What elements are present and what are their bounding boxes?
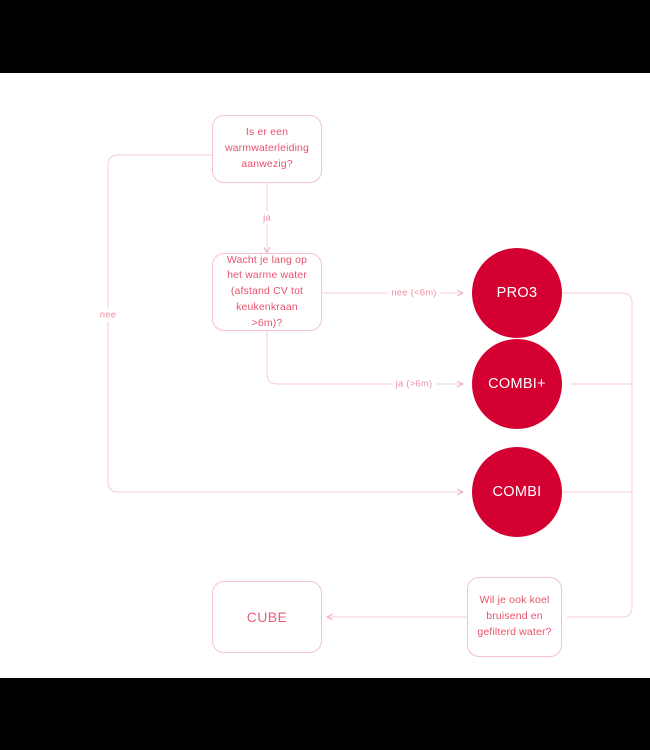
node-cube-label: CUBE: [246, 608, 288, 625]
node-cube[interactable]: CUBE: [212, 581, 322, 653]
node-q3-label: Wil je ook koel bruisend en gefilterd wa…: [477, 594, 552, 638]
edge-pro3-bus: [562, 292, 633, 618]
edge-q2-combiplus: [266, 331, 463, 384]
node-combi-plus-label: COMBI+: [488, 376, 546, 392]
node-q1-warmwaterleiding[interactable]: Is er een warmwaterleiding aanwezig?: [212, 115, 322, 183]
node-q1-label: Is er een warmwaterleiding aanwezig?: [224, 126, 310, 170]
edge-label-nee-under-6m: nee (<6m): [387, 286, 441, 300]
node-combi-plus[interactable]: COMBI+: [472, 339, 562, 429]
edge-label-ja-over-6m: ja (>6m): [391, 377, 437, 391]
node-pro3-label: PRO3: [496, 285, 538, 301]
edge-q1-combi: [107, 154, 463, 492]
edge-label-ja: ja: [259, 211, 275, 225]
node-q3-bruisend-water[interactable]: Wil je ook koel bruisend en gefilterd wa…: [467, 577, 562, 657]
letterbox-bottom: [0, 678, 650, 750]
node-combi[interactable]: COMBI: [472, 447, 562, 537]
node-pro3[interactable]: PRO3: [472, 248, 562, 338]
node-combi-label: COMBI: [492, 484, 542, 500]
flowchart-canvas: Is er een warmwaterleiding aanwezig? Wac…: [0, 73, 650, 678]
node-q2-label: Wacht je lang op het warme water (afstan…: [226, 253, 308, 329]
node-q2-wachttijd[interactable]: Wacht je lang op het warme water (afstan…: [212, 253, 322, 331]
letterbox-top: [0, 0, 650, 73]
edge-label-nee: nee: [95, 308, 121, 322]
flowchart-edges: [107, 154, 633, 678]
